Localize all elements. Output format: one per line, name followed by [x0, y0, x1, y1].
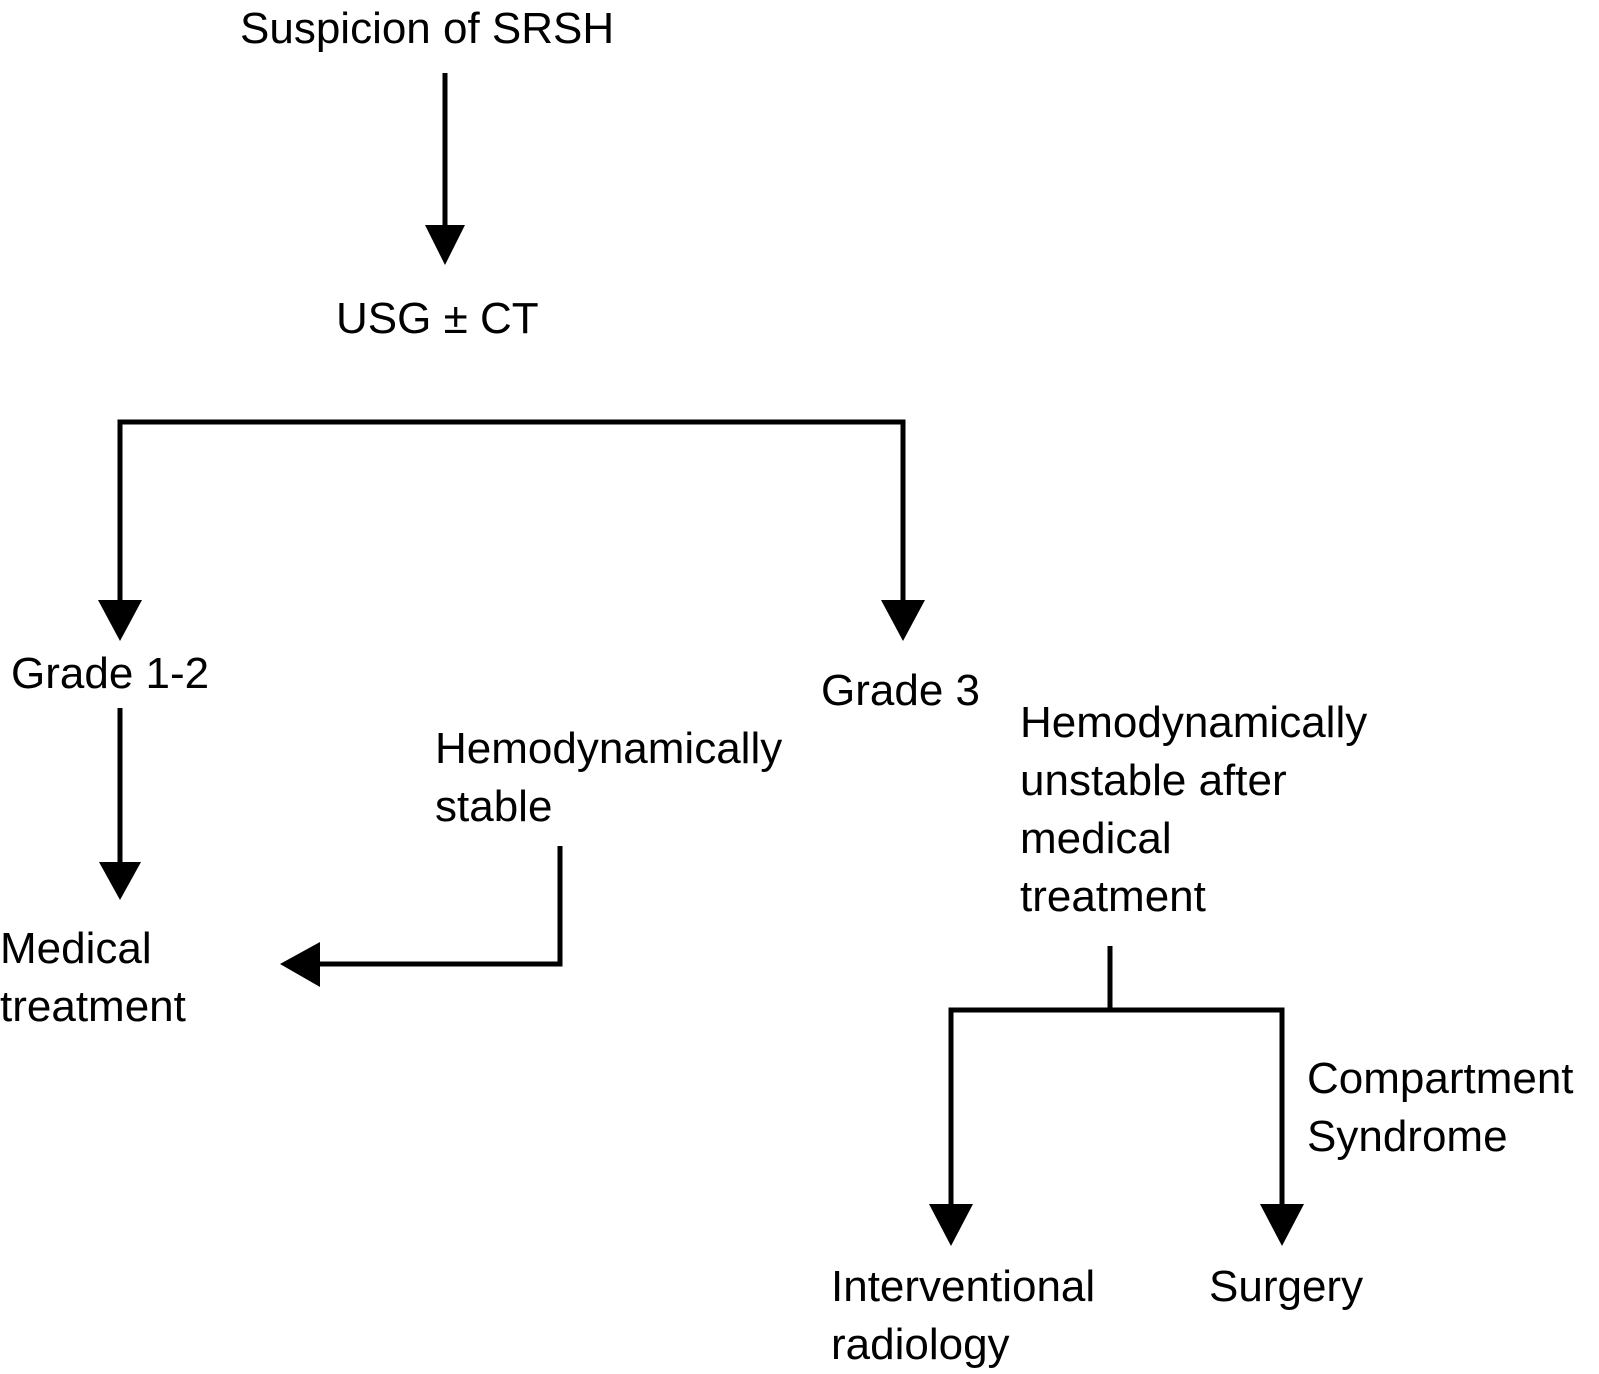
node-unstable-line-1: Hemodynamically — [1020, 698, 1368, 747]
arrowhead-grade12 — [98, 600, 142, 641]
edge-label-compartment-line-1: Compartment — [1307, 1054, 1574, 1103]
arrowhead-surgery — [1260, 1204, 1304, 1246]
node-grade3: Grade 3 — [821, 662, 980, 720]
node-medical-line-1: Medical — [0, 924, 152, 973]
node-medical: Medical treatment — [0, 920, 186, 1036]
node-unstable-line-3: medical — [1020, 814, 1172, 863]
node-grade3-line-1: Grade 3 — [821, 666, 980, 715]
node-interventional: Interventional radiology — [831, 1258, 1095, 1374]
node-stable: Hemodynamically stable — [435, 720, 782, 836]
arrowhead-medical-from-stable — [280, 942, 320, 987]
node-grade12-line-1: Grade 1-2 — [11, 649, 210, 698]
node-suspicion: Suspicion of SRSH — [240, 0, 614, 58]
arrowhead-imaging — [425, 225, 465, 265]
node-imaging: USG ± CT — [336, 290, 539, 348]
node-medical-line-2: treatment — [0, 982, 186, 1031]
node-stable-line-1: Hemodynamically — [435, 724, 783, 773]
node-interventional-line-2: radiology — [831, 1320, 1010, 1369]
arrowhead-grade3 — [881, 600, 925, 641]
node-grade12: Grade 1-2 — [11, 645, 209, 703]
arrowhead-interventional — [929, 1204, 973, 1246]
node-surgery-line-1: Surgery — [1209, 1262, 1364, 1311]
edge-imaging-branch — [117, 419, 906, 600]
node-suspicion-line-1: Suspicion of SRSH — [240, 4, 615, 53]
arrowhead-medical-from-grade12 — [99, 862, 141, 900]
node-unstable-line-4: treatment — [1020, 872, 1206, 921]
node-unstable: Hemodynamically unstable after medical t… — [1020, 694, 1367, 926]
edge-label-compartment-line-2: Syndrome — [1307, 1112, 1508, 1161]
edge-label-compartment: Compartment Syndrome — [1307, 1050, 1574, 1166]
node-imaging-line-1: USG ± CT — [336, 294, 539, 343]
node-unstable-line-2: unstable after — [1020, 756, 1287, 805]
node-stable-line-2: stable — [435, 782, 553, 831]
edge-unstable-branch — [948, 1007, 1285, 1208]
node-surgery: Surgery — [1209, 1258, 1363, 1316]
node-interventional-line-1: Interventional — [831, 1262, 1096, 1311]
edge-stable-to-medical — [312, 846, 563, 967]
